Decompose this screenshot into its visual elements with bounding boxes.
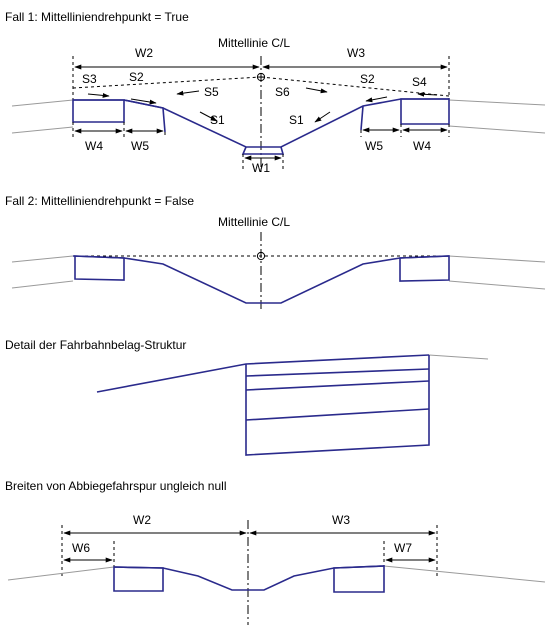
case2-heading: Fall 2: Mittelliniendrehpunkt = False <box>5 194 194 208</box>
case1-s6-label: S6 <box>275 85 290 99</box>
turnlane-road-profile <box>113 565 385 591</box>
case2-ground-right-lower <box>448 280 546 290</box>
case1-pavement-right-inner <box>360 105 364 131</box>
case1-s4-arrow <box>417 91 438 97</box>
case1-s3-arrow <box>87 92 110 98</box>
detail-surface-slope <box>96 354 430 393</box>
case1-ground-right-upper <box>448 99 546 106</box>
case1-w4-left-label: W4 <box>85 139 103 153</box>
case1-w1-label: W1 <box>252 161 270 175</box>
case1-s3-label: S3 <box>82 72 97 86</box>
case1-ground-left-lower <box>11 126 74 134</box>
case1-s2-left-arrow <box>130 98 157 105</box>
case2-pavement-left <box>74 255 125 281</box>
turnlane-pavement-left <box>113 566 164 592</box>
case1-s2-right-arrow <box>365 96 388 103</box>
case2-ground-left-lower <box>11 280 74 289</box>
case1-s6-arrow <box>305 87 328 94</box>
case1-w3-label: W3 <box>347 46 365 60</box>
case1-s5-label: S5 <box>204 85 219 99</box>
case2-ground-left-upper <box>11 255 74 263</box>
case1-heading: Fall 1: Mittelliniendrehpunkt = True <box>5 10 189 24</box>
turnlane-w7-label: W7 <box>394 541 412 555</box>
case1-s1-left-arrow <box>199 111 218 122</box>
case2-pivot-point <box>256 251 266 261</box>
case1-w4-right-label: W4 <box>413 139 431 153</box>
case1-pavement-left <box>72 99 125 123</box>
detail-section: Detail der Fahrbahnbelag-Struktur <box>5 338 489 456</box>
case1-pivot-left <box>72 76 262 89</box>
detail-layer-1 <box>245 368 430 377</box>
case2-centerline-label: Mittellinie C/L <box>218 215 290 229</box>
case1-section: Fall 1: Mittelliniendrehpunkt = True Mit… <box>5 10 546 175</box>
case1-pavement-left-inner <box>123 99 166 133</box>
case1-pavement-right <box>400 98 450 125</box>
case1-s4-label: S4 <box>412 75 427 89</box>
case1-s2-left-label: S2 <box>129 70 144 84</box>
detail-structure-box <box>245 355 430 456</box>
case2-ground-right-upper <box>448 255 546 263</box>
case1-s1-right-arrow <box>314 111 331 123</box>
turnlane-w6-label: W6 <box>72 541 90 555</box>
case2-pavement-right <box>399 255 450 282</box>
turnlane-w3-label: W3 <box>332 513 350 527</box>
case2-section: Fall 2: Mittelliniendrehpunkt = False Mi… <box>5 194 546 310</box>
case1-w5-left-label: W5 <box>131 139 149 153</box>
turnlane-ground-right <box>383 565 546 583</box>
case1-w5-right-label: W5 <box>365 139 383 153</box>
case1-ditch-bottom <box>241 146 285 155</box>
turnlane-pavement-right <box>333 565 385 593</box>
detail-layer-3 <box>245 408 430 421</box>
detail-ground-right <box>428 354 489 360</box>
turnlane-ground-left <box>7 566 115 581</box>
case2-road-profile <box>72 255 450 304</box>
case1-ground-right-lower <box>448 125 546 134</box>
case1-s2-right-label: S2 <box>360 72 375 86</box>
case1-s5-arrow <box>176 90 200 96</box>
turnlane-section: Breiten von Abbiegefahrspur ungleich nul… <box>5 479 546 625</box>
detail-heading: Detail der Fahrbahnbelag-Struktur <box>5 338 186 352</box>
case1-s1-left-label: S1 <box>210 113 225 127</box>
case1-centerline-label: Mittellinie C/L <box>218 36 290 50</box>
detail-layer-2 <box>245 380 430 391</box>
case1-ground-left-upper <box>11 99 74 107</box>
turnlane-w2-label: W2 <box>133 513 151 527</box>
case1-s1-right-label: S1 <box>289 113 304 127</box>
turnlane-heading: Breiten von Abbiegefahrspur ungleich nul… <box>5 479 226 493</box>
case1-road-profile <box>73 98 449 148</box>
case1-w2-label: W2 <box>135 46 153 60</box>
